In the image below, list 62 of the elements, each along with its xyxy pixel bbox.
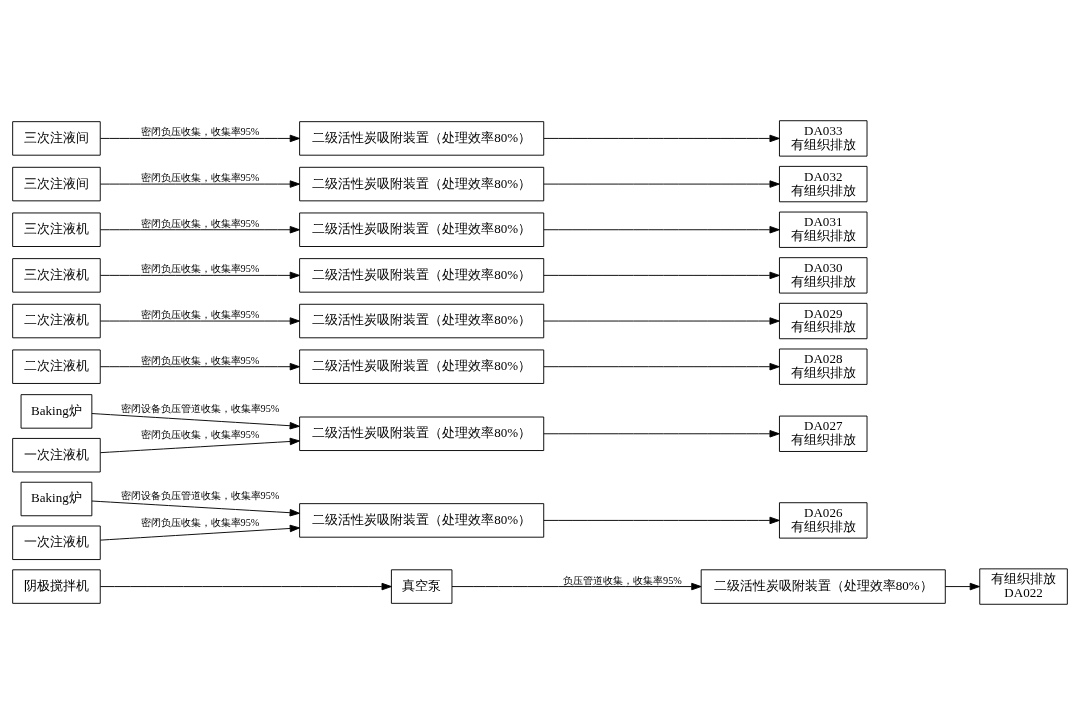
arrow [543,316,780,325]
node-box: 二次注液机 [12,348,101,384]
node-box: 阴极搅拌机 [12,568,101,604]
node-box: 二级活性炭吸附装置（处理效率80%） [299,416,545,451]
node-box: 三次注液间 [12,166,101,201]
node-box: 二次注液机 [12,303,101,338]
arrow [100,179,300,188]
node-box: DA032 有组织排放 [778,165,868,202]
arrow [100,271,300,279]
edge-label: 密闭负压收集，收集率95% [140,125,260,137]
node-box: 一次注液机 [12,437,101,472]
node-box: DA030 有组织排放 [778,256,868,294]
node-box: DA028 有组织排放 [778,348,868,385]
arrow [543,429,780,437]
arrow [100,225,300,233]
node-box: DA033 有组织排放 [778,119,868,157]
arrow [100,582,392,590]
node-box: 三次注液机 [12,212,101,247]
arrow [91,500,300,516]
arrow [100,134,300,142]
node-box: 二级活性炭吸附装置（处理效率80%） [299,502,545,538]
edge-label: 密闭负压收集，收集率95% [140,262,260,274]
node-box: 二级活性炭吸附装置（处理效率80%） [299,303,545,338]
node-box: 二级活性炭吸附装置（处理效率80%） [299,212,545,247]
arrow [543,225,780,233]
arrow [100,362,300,370]
node-box: 三次注液机 [12,257,101,293]
arrow [543,362,780,370]
arrow [543,134,780,142]
node-box: 二级活性炭吸附装置（处理效率80%） [299,120,545,156]
arrow [543,179,780,188]
node-box: 三次注液间 [12,120,101,156]
edge-label: 负压管道收集，收集率95% [563,574,682,586]
node-box: DA029 有组织排放 [778,302,868,339]
arrow [100,524,300,541]
node-box: Baking炉 [20,481,93,516]
node-box: Baking炉 [20,393,93,429]
node-box: 一次注液机 [12,525,101,560]
arrow [543,516,780,524]
edge-label: 密闭负压收集，收集率95% [140,217,260,229]
edge-label: 密闭负压收集，收集率95% [140,308,260,320]
edge-label: 密闭负压收集，收集率95% [140,428,260,440]
edge-label: 密闭设备负压管道收集，收集率95% [120,402,280,414]
arrow [451,582,702,590]
arrow [91,412,300,429]
edge-label: 密闭负压收集，收集率95% [140,171,260,183]
node-box: DA026 有组织排放 [778,501,868,539]
edge-label: 密闭设备负压管道收集，收集率95% [120,489,280,501]
node-box: DA031 有组织排放 [778,211,868,248]
node-box: DA027 有组织排放 [778,415,868,452]
node-box: 二级活性炭吸附装置（处理效率80%） [700,568,946,604]
node-box: 二级活性炭吸附装置（处理效率80%） [299,257,545,293]
arrow [100,316,300,325]
edge-label: 密闭负压收集，收集率95% [140,516,260,528]
node-box: 二级活性炭吸附装置（处理效率80%） [299,348,545,384]
node-box: 有组织排放 DA022 [979,567,1068,605]
node-box: 二级活性炭吸附装置（处理效率80%） [299,166,545,201]
arrow [944,582,980,590]
arrow [100,437,300,453]
node-box: 真空泵 [390,568,453,604]
arrow [543,271,780,279]
edge-label: 密闭负压收集，收集率95% [140,354,260,366]
